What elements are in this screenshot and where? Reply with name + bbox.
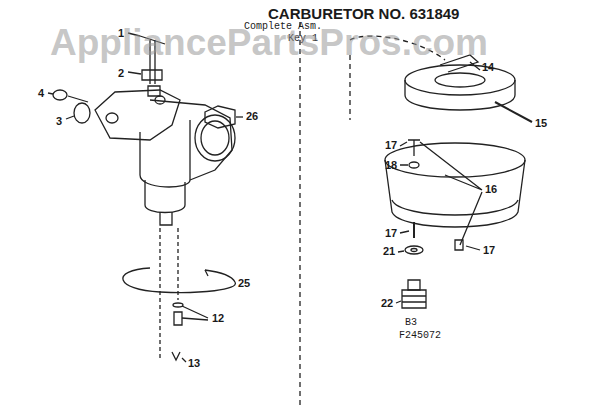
callout-number: 25 bbox=[238, 278, 250, 289]
callout-number: 26 bbox=[246, 111, 258, 122]
callout-number: 17 bbox=[483, 245, 495, 256]
callout-number: 16 bbox=[485, 184, 497, 195]
callout-number: 2 bbox=[118, 68, 124, 79]
callout-number: 4 bbox=[38, 88, 44, 99]
callout-number: 22 bbox=[381, 298, 393, 309]
callout-number: 21 bbox=[383, 246, 395, 257]
watermark: AppliancePartsPros.com bbox=[50, 24, 488, 61]
callout-number: 12 bbox=[212, 313, 224, 324]
callout-number: 18 bbox=[385, 160, 397, 171]
diagram-title: CARBURETOR NO. 631849 bbox=[268, 6, 459, 21]
callout-number: 17 bbox=[385, 140, 397, 151]
figure-code: B3 bbox=[405, 318, 417, 328]
callout-number: 14 bbox=[482, 62, 494, 73]
figure-code: F245072 bbox=[399, 331, 441, 341]
callout-number: 15 bbox=[535, 118, 547, 129]
callout-number: 13 bbox=[188, 358, 200, 369]
callout-number: 3 bbox=[56, 116, 62, 127]
callout-number: 17 bbox=[385, 228, 397, 239]
